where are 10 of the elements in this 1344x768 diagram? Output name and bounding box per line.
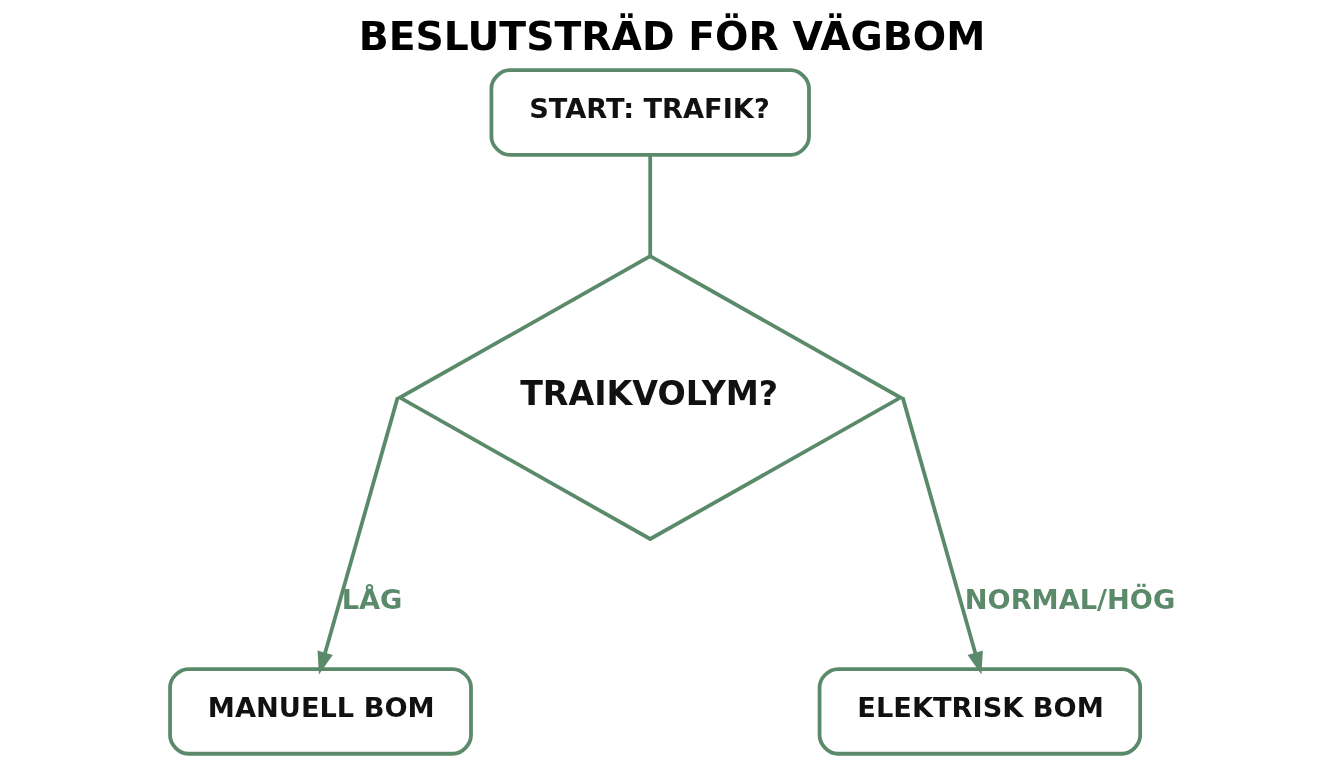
node-diamond: TRAIKVOLYM? (395, 254, 904, 542)
connector (647, 155, 652, 256)
diagram-title: BESLUTSTRÄD FÖR VÄGBOM (358, 14, 985, 60)
arrow (900, 397, 983, 675)
node-box: START: TRAFIK? (489, 68, 811, 157)
node-box: MANUELL BOM (167, 667, 473, 756)
edge-label: LÅG (341, 584, 402, 616)
node-box: ELEKTRISK BOM (817, 667, 1142, 756)
arrow (317, 397, 399, 675)
edge-label: NORMAL/HÖG (964, 584, 1175, 616)
